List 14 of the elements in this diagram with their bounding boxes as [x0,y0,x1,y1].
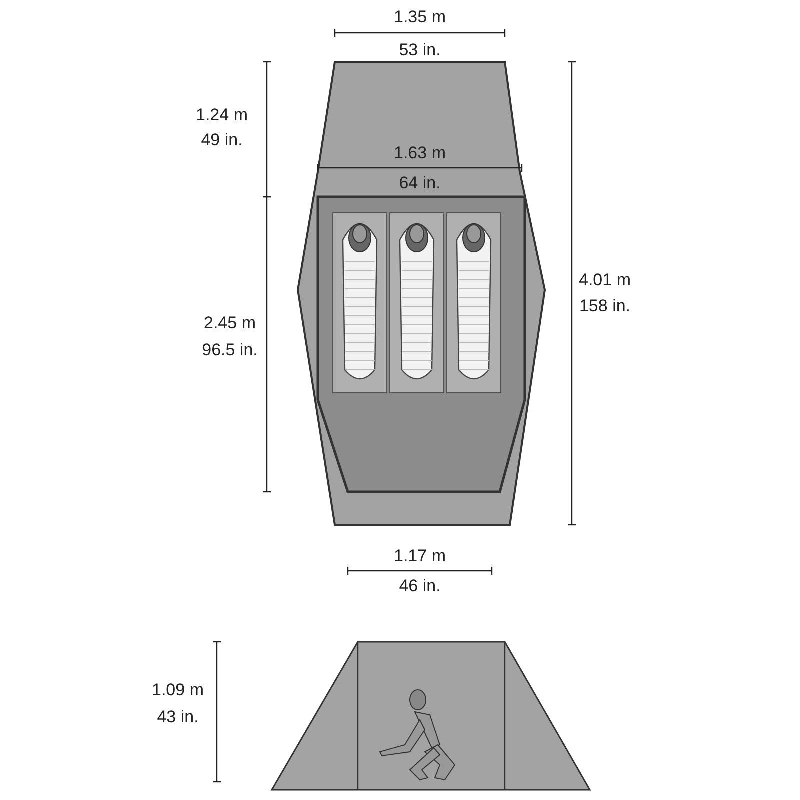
dimension-label: 1.24 m [196,106,248,124]
dimension-label: 46 in. [399,578,441,594]
dimension-label: 1.17 m [394,548,446,564]
dimension-label: 96.5 in. [202,342,258,358]
dimension-label: 49 in. [201,132,243,148]
dimension-label: 43 in. [157,708,199,726]
dimension-label: 158 in. [579,298,631,314]
dimension-label: 1.63 m [394,144,446,162]
dimension-label: 53 in. [399,42,441,58]
dimension-label: 1.09 m [152,682,204,698]
dimension-label: 64 in. [399,174,441,192]
dimension-label: 4.01 m [579,272,631,288]
dimension-label: 2.45 m [204,314,256,332]
dimension-label: 1.35 m [394,8,446,26]
